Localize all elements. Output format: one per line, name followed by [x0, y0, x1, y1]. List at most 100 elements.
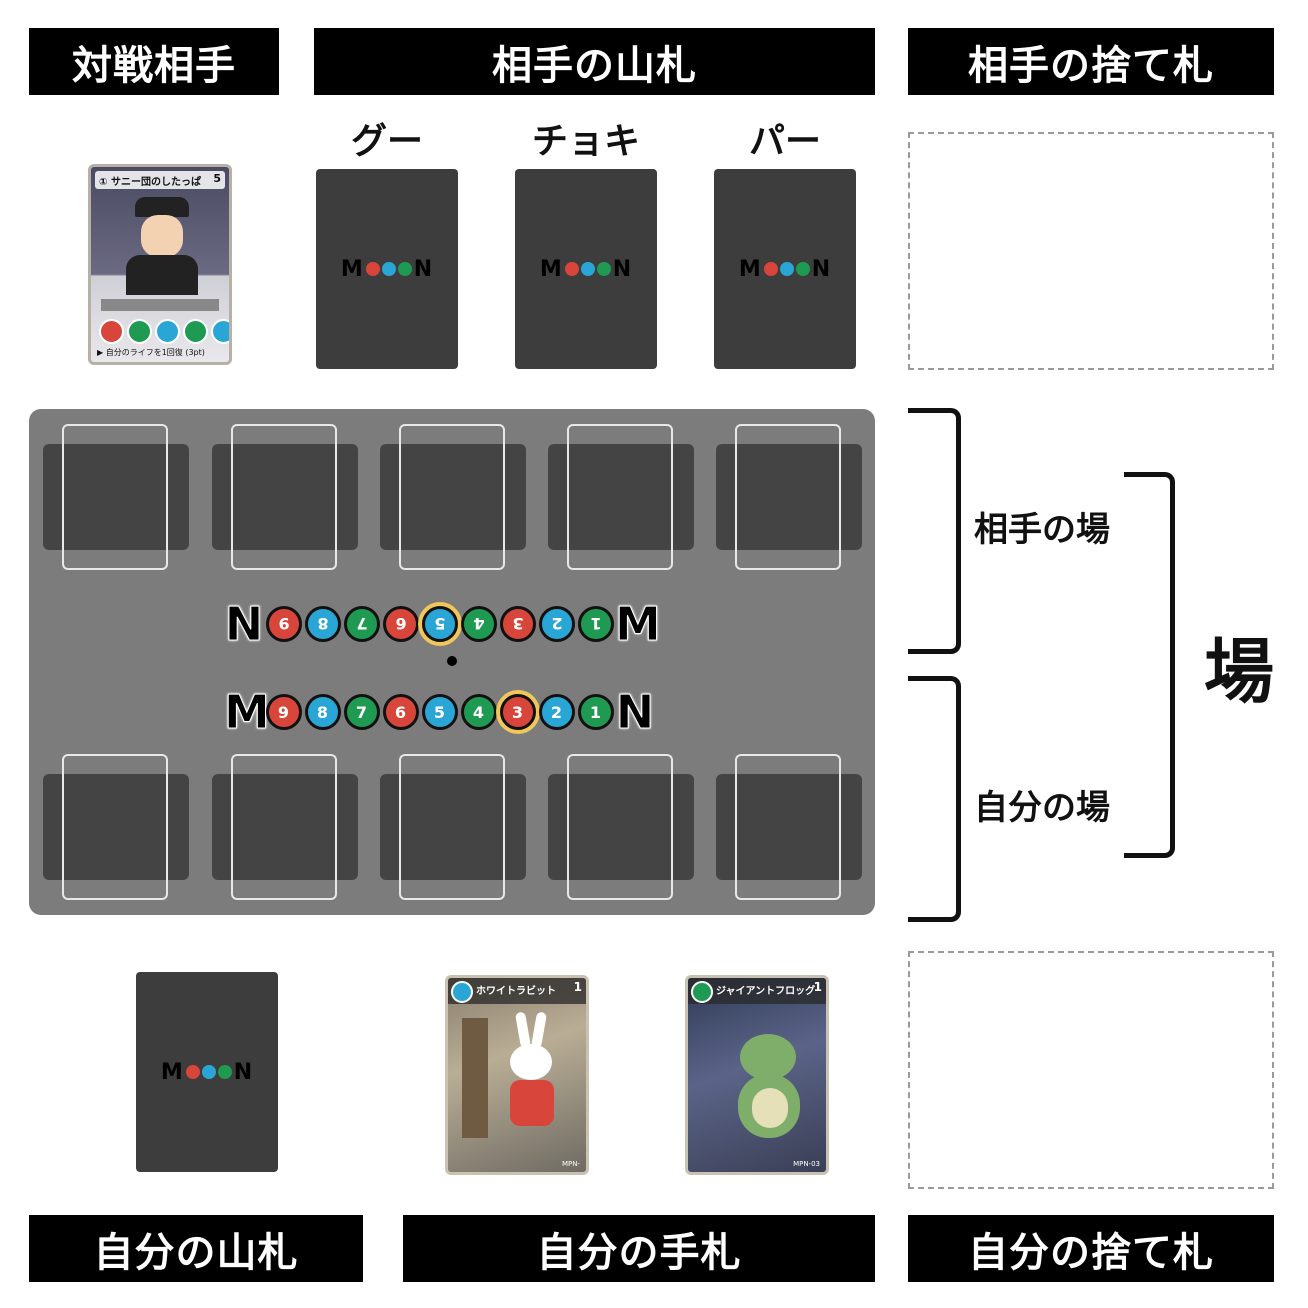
opponent-life-coin-7[interactable]: 7 — [343, 606, 380, 642]
my-life-coin-1[interactable]: 1 — [577, 694, 614, 730]
my-field-slot-shadow-5 — [716, 774, 862, 880]
opponent-card-cost: 5 — [213, 172, 221, 185]
rabbit-head-icon — [510, 1044, 552, 1080]
logo-dot-red — [185, 1065, 200, 1079]
my-life-coin-7[interactable]: 7 — [343, 694, 380, 730]
logo-letter-m: M — [539, 256, 563, 282]
hand-card-code: MPN- — [561, 1160, 580, 1168]
my-hand-banner-label: 自分の手札 — [536, 1229, 742, 1276]
my-field-slot-2[interactable] — [231, 754, 337, 900]
opponent-life-coin-2[interactable]: 2 — [538, 606, 575, 642]
opponent-card-footer: ▶ 自分のライフを1回復 (3pt) — [97, 348, 205, 357]
opponent-banner: 対戦相手 — [29, 28, 279, 95]
cap-icon — [135, 197, 189, 217]
my-life-coin-4[interactable]: 4 — [460, 694, 497, 730]
logo-dot-blue — [779, 262, 794, 276]
opponent-field-slot-5[interactable] — [735, 424, 841, 570]
opponent-life-coin-5[interactable]: 5 — [421, 606, 458, 642]
my-field-slot-4[interactable] — [567, 754, 673, 900]
my-discard-banner: 自分の捨て札 — [908, 1215, 1274, 1282]
opponent-discard-banner-label: 相手の捨て札 — [968, 42, 1214, 89]
frog-belly-icon — [752, 1088, 788, 1128]
opponent-field-slot-4[interactable] — [567, 424, 673, 570]
my-deck-banner: 自分の山札 — [29, 1215, 363, 1282]
my-life-coin-5[interactable]: 5 — [421, 694, 458, 730]
logo-letter-n: N — [612, 256, 633, 282]
logo-dot-blue — [381, 262, 396, 276]
my-life-coin-2[interactable]: 2 — [538, 694, 575, 730]
opponent-life-coin-4[interactable]: 4 — [460, 606, 497, 642]
logo-letter-n: N — [811, 256, 832, 282]
logo-dot-red — [365, 262, 380, 276]
scissors-deck-label: チョキ — [531, 121, 640, 162]
opponent-life-coin-1[interactable]: 1 — [577, 606, 614, 642]
my-discard-zone[interactable] — [908, 951, 1274, 1189]
my-field-slot-1[interactable] — [62, 754, 168, 900]
rabbit-coat-icon — [510, 1080, 554, 1126]
opponent-discard-zone[interactable] — [908, 132, 1274, 370]
paper-hand-icon — [451, 981, 473, 1003]
hand-card-white-rabbit[interactable]: ホワイトラビット 1 MPN- — [445, 975, 589, 1175]
my-life-coin-3[interactable]: 3 — [499, 694, 536, 730]
my-track-start-letter: M — [224, 685, 271, 740]
field-label: 場 — [1204, 631, 1274, 713]
opponent-life-coin-8[interactable]: 8 — [304, 606, 341, 642]
my-field-slot-shadow-3 — [380, 774, 526, 880]
hand-card-code: MPN-03 — [793, 1160, 820, 1168]
mini-hand-icons — [99, 319, 229, 344]
my-life-coin-9[interactable]: 9 — [265, 694, 302, 730]
opponent-track-start-letter: N — [224, 597, 264, 652]
opponent-life-coin-3[interactable]: 3 — [499, 606, 536, 642]
logo-dot-green — [596, 262, 611, 276]
opponent-card-title: ① サニー団のしたっぱ — [99, 177, 201, 188]
rock-hand-icon — [99, 319, 124, 344]
paper-hand-icon — [155, 319, 180, 344]
hand-card-name: ホワイトラビット — [476, 986, 556, 997]
my-field-slot-shadow-4 — [548, 774, 694, 880]
opponent-life-coin-6[interactable]: 6 — [382, 606, 419, 642]
opponent-field-slot-1[interactable] — [62, 424, 168, 570]
my-deck-banner-label: 自分の山札 — [93, 1229, 299, 1276]
scissors-hand-icon — [183, 319, 208, 344]
opponent-field-slot-shadow-4 — [548, 444, 694, 550]
opponent-field-slot-2[interactable] — [231, 424, 337, 570]
scissors-hand-icon — [691, 981, 713, 1003]
scissors-hand-icon — [127, 319, 152, 344]
paper-deck-label: パー — [748, 121, 821, 162]
my-hand-banner: 自分の手札 — [403, 1215, 875, 1282]
opponent-deck-banner: 相手の山札 — [314, 28, 875, 95]
my-life-coin-8[interactable]: 8 — [304, 694, 341, 730]
logo-dot-green — [795, 262, 810, 276]
my-field-slot-shadow-2 — [212, 774, 358, 880]
face-icon — [141, 215, 183, 257]
my-field-slot-5[interactable] — [735, 754, 841, 900]
logo-letter-m: M — [340, 256, 364, 282]
center-dot — [447, 656, 457, 666]
opponent-field-slot-3[interactable] — [399, 424, 505, 570]
my-field-bracket — [908, 676, 961, 922]
my-life-coin-6[interactable]: 6 — [382, 694, 419, 730]
uniform-icon — [126, 255, 198, 295]
logo-letter-m: M — [160, 1059, 184, 1085]
hand-card-giant-frog[interactable]: ジャイアントフロッグ 1 MPN-03 — [685, 975, 829, 1175]
field-bracket — [1124, 472, 1175, 858]
logo-letter-n: N — [413, 256, 434, 282]
opponent-field-slot-shadow-3 — [380, 444, 526, 550]
my-field-label: 自分の場 — [974, 788, 1110, 828]
opponent-life-coin-9[interactable]: 9 — [265, 606, 302, 642]
hand-card-name: ジャイアントフロッグ — [716, 986, 816, 997]
opponent-deck-banner-label: 相手の山札 — [492, 42, 697, 89]
opponent-leader-card[interactable]: ① サニー団のしたっぱ 5 ▶ 自分のライフを1回復 (3pt) — [88, 164, 232, 365]
my-field-slot-3[interactable] — [399, 754, 505, 900]
logo-dot-green — [397, 262, 412, 276]
opponent-field-slot-shadow-5 — [716, 444, 862, 550]
rabbit-ear-icon — [514, 1011, 532, 1049]
logo-dot-green — [217, 1065, 232, 1079]
